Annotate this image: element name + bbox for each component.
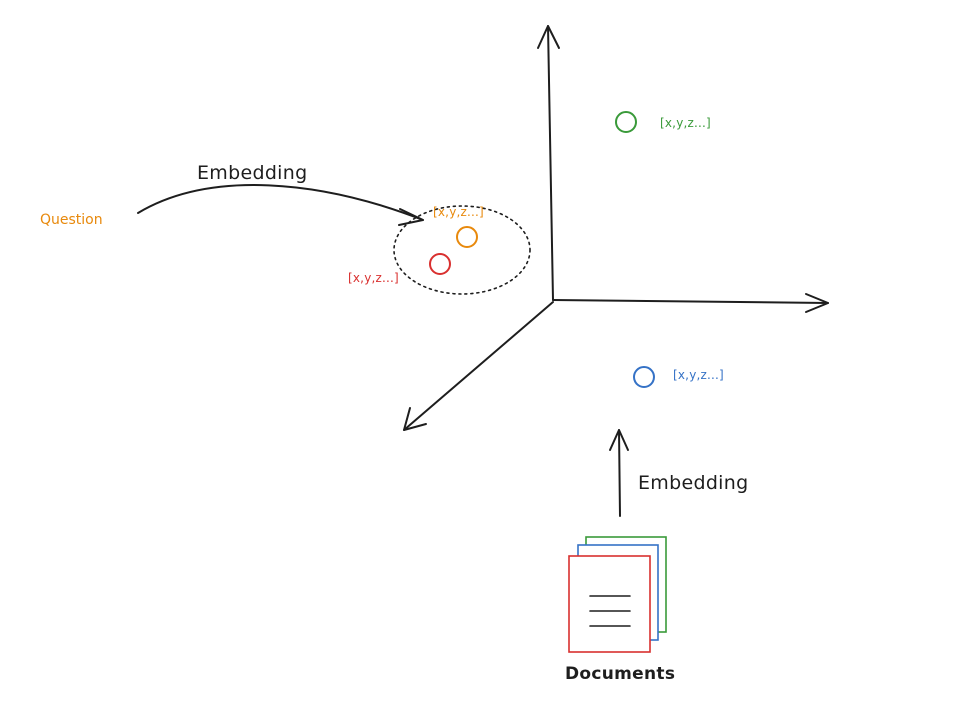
- document-red: [568, 555, 651, 653]
- z-axis-arrowhead: [403, 407, 427, 431]
- blue-vector-point: [633, 366, 655, 388]
- y-axis-arrow: [547, 25, 554, 301]
- z-axis-arrow: [403, 301, 554, 431]
- question-label: Question: [40, 212, 103, 228]
- question-embedding-arrow: [137, 184, 424, 221]
- documents-stack-icon: [568, 536, 667, 653]
- blue-vector-label: [x,y,z...]: [673, 368, 724, 382]
- green-vector-label: [x,y,z...]: [660, 116, 711, 130]
- y-axis-arrowhead: [537, 25, 560, 49]
- documents-embedding-arrow: [618, 429, 621, 517]
- x-axis-arrowhead: [805, 293, 829, 313]
- x-axis-arrow: [552, 299, 829, 304]
- documents-label: Documents: [565, 664, 675, 684]
- documents-embedding-arrowhead: [609, 429, 629, 451]
- green-vector-point: [615, 111, 637, 133]
- axes: [403, 25, 829, 431]
- question-vector-point: [456, 226, 478, 248]
- embedding-label-question: Embedding: [197, 162, 307, 184]
- embedding-label-documents: Embedding: [638, 472, 748, 494]
- question-vector-label: [x,y,z...]: [433, 205, 484, 219]
- similar-vector-point: [429, 253, 451, 275]
- similarity-cluster-outline: [393, 205, 531, 295]
- question-embedding-arrowhead: [398, 208, 424, 226]
- similar-vector-label: [x,y,z...]: [348, 271, 399, 285]
